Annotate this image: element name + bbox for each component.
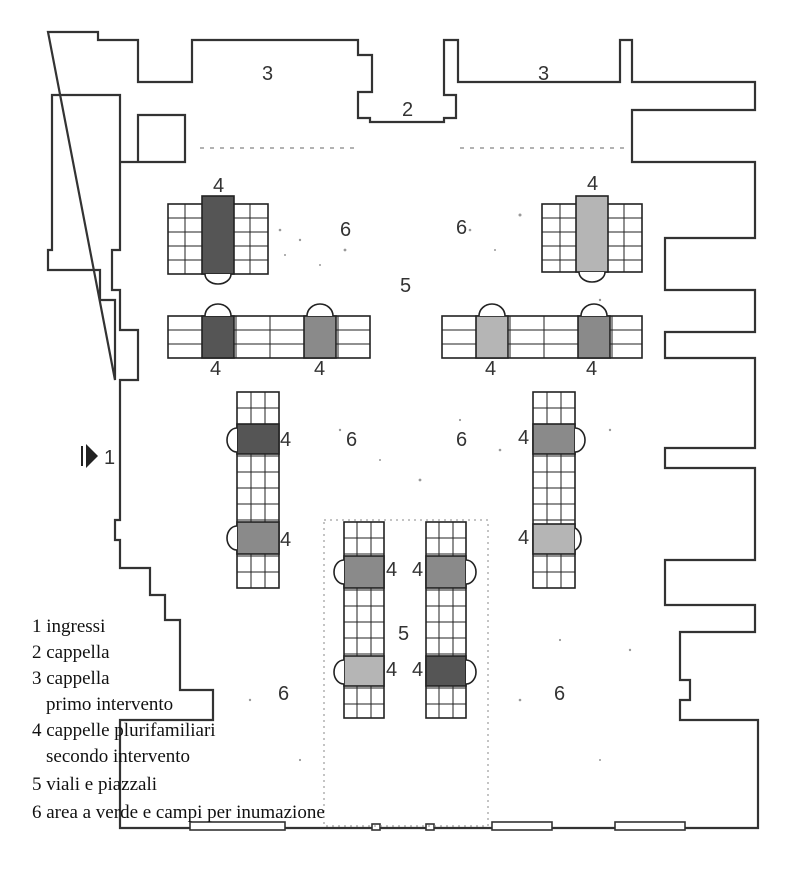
chapel-block-bottom-right <box>425 521 477 719</box>
chapel-block-middle-left <box>226 391 280 589</box>
legend-item-1: 1 ingressi <box>32 616 105 637</box>
label-avenue-top: 5 <box>400 275 411 297</box>
central-avenue-outline <box>323 519 489 827</box>
label-chapels-10: 4 <box>518 527 529 549</box>
label-chapels-6: 4 <box>586 358 597 380</box>
label-chapels-5: 4 <box>485 358 496 380</box>
entrance-arrow-icon <box>81 444 98 468</box>
label-green-1: 6 <box>340 219 351 241</box>
label-green-2: 6 <box>456 217 467 239</box>
legend-item-4: 4 cappelle plurifamiliari <box>32 720 216 741</box>
label-chapels-14: 4 <box>412 659 423 681</box>
chapel-block-top-right <box>441 195 643 359</box>
label-chapels-2: 4 <box>587 173 598 195</box>
label-chapel: 2 <box>402 99 413 121</box>
label-chapels-9: 4 <box>280 529 291 551</box>
label-green-3: 6 <box>346 429 357 451</box>
label-chapels-12: 4 <box>412 559 423 581</box>
label-chapels-3: 4 <box>210 358 221 380</box>
label-green-4: 6 <box>456 429 467 451</box>
legend-item-4-sub: secondo intervento <box>46 746 190 767</box>
green-area-texture <box>248 213 632 762</box>
legend: 1 ingressi 2 cappella 3 cappella primo i… <box>32 616 325 823</box>
label-chapels-7: 4 <box>280 429 291 451</box>
label-green-6: 6 <box>554 683 565 705</box>
chapel-block-middle-right <box>532 391 586 589</box>
legend-item-5: 5 viali e piazzali <box>32 774 157 795</box>
label-green-5: 6 <box>278 683 289 705</box>
legend-item-3: 3 cappella <box>32 668 110 689</box>
label-chapels-11: 4 <box>386 559 397 581</box>
chapel-block-bottom-left <box>333 521 385 719</box>
perimeter-wall <box>46 30 760 830</box>
legend-item-2: 2 cappella <box>32 642 110 663</box>
bottom-boundary-marks <box>189 821 686 831</box>
label-avenue-bottom: 5 <box>398 623 409 645</box>
label-chapels-13: 4 <box>386 659 397 681</box>
label-chapels-1: 4 <box>213 175 224 197</box>
label-chapels-4: 4 <box>314 358 325 380</box>
legend-item-6: 6 area a verde e campi per inumazione <box>32 802 325 823</box>
legend-item-3-sub: primo intervento <box>46 694 173 715</box>
label-chapel-first-right: 3 <box>538 63 549 85</box>
label-chapel-first-left: 3 <box>262 63 273 85</box>
label-chapels-8: 4 <box>518 427 529 449</box>
chapel-block-top-left <box>167 195 371 359</box>
label-entrance: 1 <box>104 447 115 469</box>
